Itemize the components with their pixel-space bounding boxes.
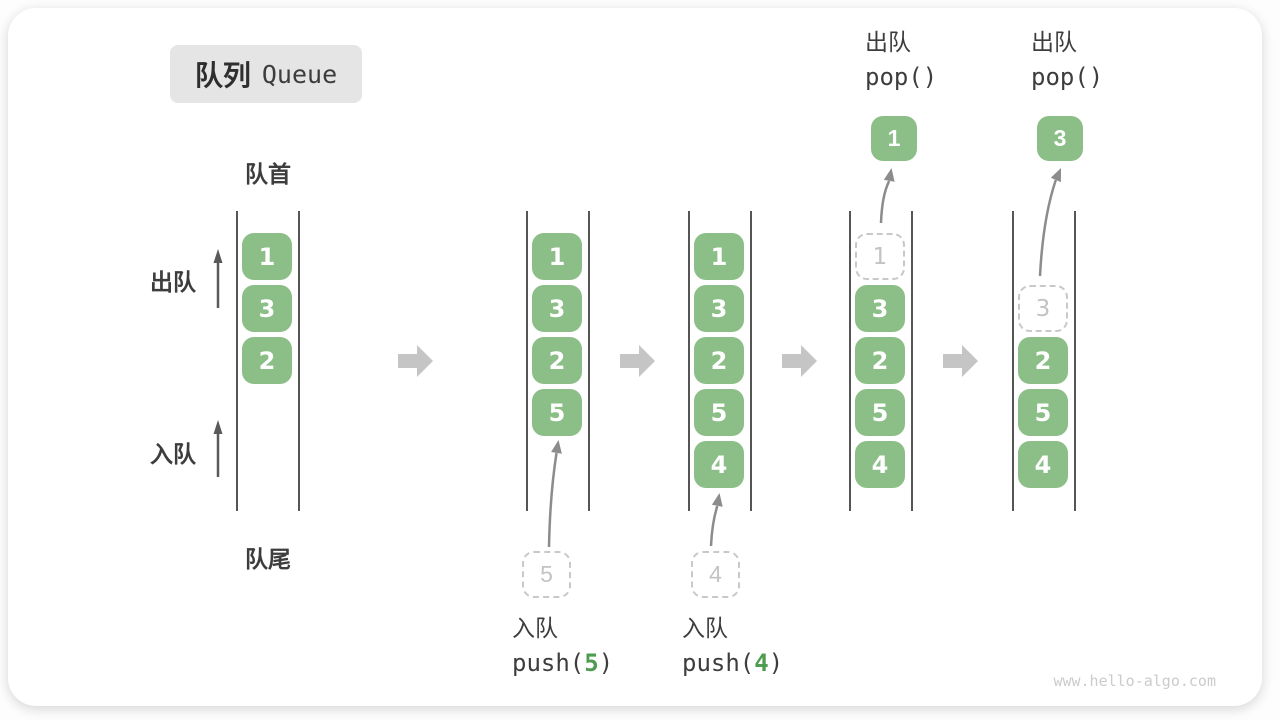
queue-item: 2	[694, 337, 744, 384]
queue-item: 5	[855, 389, 905, 436]
queue-stage-pop3: 3 2 5 4	[1012, 211, 1076, 511]
title-en: Queue	[261, 59, 338, 89]
queue-item: 2	[242, 337, 292, 384]
op-name: 入队	[682, 615, 728, 641]
enqueue-op-label: 入队 push(5)	[512, 614, 613, 678]
op-name: 入队	[512, 615, 558, 641]
dequeue-curve-arrow-icon	[879, 168, 895, 224]
dequeue-curve-arrow-icon	[1038, 168, 1061, 277]
enqueue-side-label: 入队	[150, 441, 196, 467]
popped-item-box: 3	[1037, 116, 1083, 161]
queue-item: 4	[1018, 441, 1068, 488]
title-badge: 队列 Queue	[170, 45, 362, 103]
queue-stage-push5: 1 3 2 5	[526, 211, 590, 511]
pending-item-box: 4	[691, 551, 740, 598]
queue-item-ghost: 1	[855, 233, 905, 280]
dequeue-direction-arrow-icon	[213, 249, 223, 308]
call-arg: 5	[584, 649, 599, 677]
queue-item: 3	[242, 285, 292, 332]
queue-front-label: 队首	[245, 161, 291, 187]
queue-item: 3	[694, 285, 744, 332]
title-zh: 队列	[194, 60, 251, 91]
enqueue-direction-arrow-icon	[213, 420, 223, 477]
enqueue-op-label: 入队 push(4)	[682, 614, 783, 678]
op-name: 出队	[865, 29, 911, 55]
queue-item: 4	[855, 441, 905, 488]
queue-stage-push4: 1 3 2 5 4	[688, 211, 752, 511]
queue-item: 1	[694, 233, 744, 280]
queue-stage-initial: 1 3 2	[236, 211, 300, 511]
enqueue-curve-arrow-icon	[709, 493, 723, 547]
op-call: pop()	[865, 63, 938, 91]
dequeue-op-label: 出队 pop()	[1031, 28, 1103, 92]
op-name: 出队	[1031, 29, 1077, 55]
queue-item: 4	[694, 441, 744, 488]
queue-item: 5	[1018, 389, 1068, 436]
stage-transition-arrow-icon	[398, 345, 433, 377]
queue-item: 1	[532, 233, 582, 280]
queue-item: 1	[242, 233, 292, 280]
popped-item-box: 1	[871, 116, 917, 161]
watermark: www.hello-algo.com	[1053, 672, 1216, 690]
queue-item: 2	[855, 337, 905, 384]
queue-item: 5	[532, 389, 582, 436]
stage-transition-arrow-icon	[782, 345, 817, 377]
op-call: push(4)	[682, 649, 784, 677]
queue-item-ghost: 3	[1018, 285, 1068, 332]
op-call: push(5)	[512, 649, 614, 677]
pending-item-box: 5	[522, 551, 571, 598]
dequeue-op-label: 出队 pop()	[865, 28, 937, 92]
queue-stage-pop1: 1 3 2 5 4	[849, 211, 913, 511]
dequeue-side-label: 出队	[150, 269, 196, 295]
queue-item: 3	[532, 285, 582, 332]
queue-item: 3	[855, 285, 905, 332]
queue-item: 2	[1018, 337, 1068, 384]
queue-item: 2	[532, 337, 582, 384]
stage-transition-arrow-icon	[943, 345, 978, 377]
op-call: pop()	[1031, 63, 1104, 91]
call-arg: 4	[754, 649, 769, 677]
enqueue-curve-arrow-icon	[547, 440, 562, 548]
stage-transition-arrow-icon	[620, 345, 655, 377]
queue-rear-label: 队尾	[245, 546, 291, 572]
queue-item: 5	[694, 389, 744, 436]
